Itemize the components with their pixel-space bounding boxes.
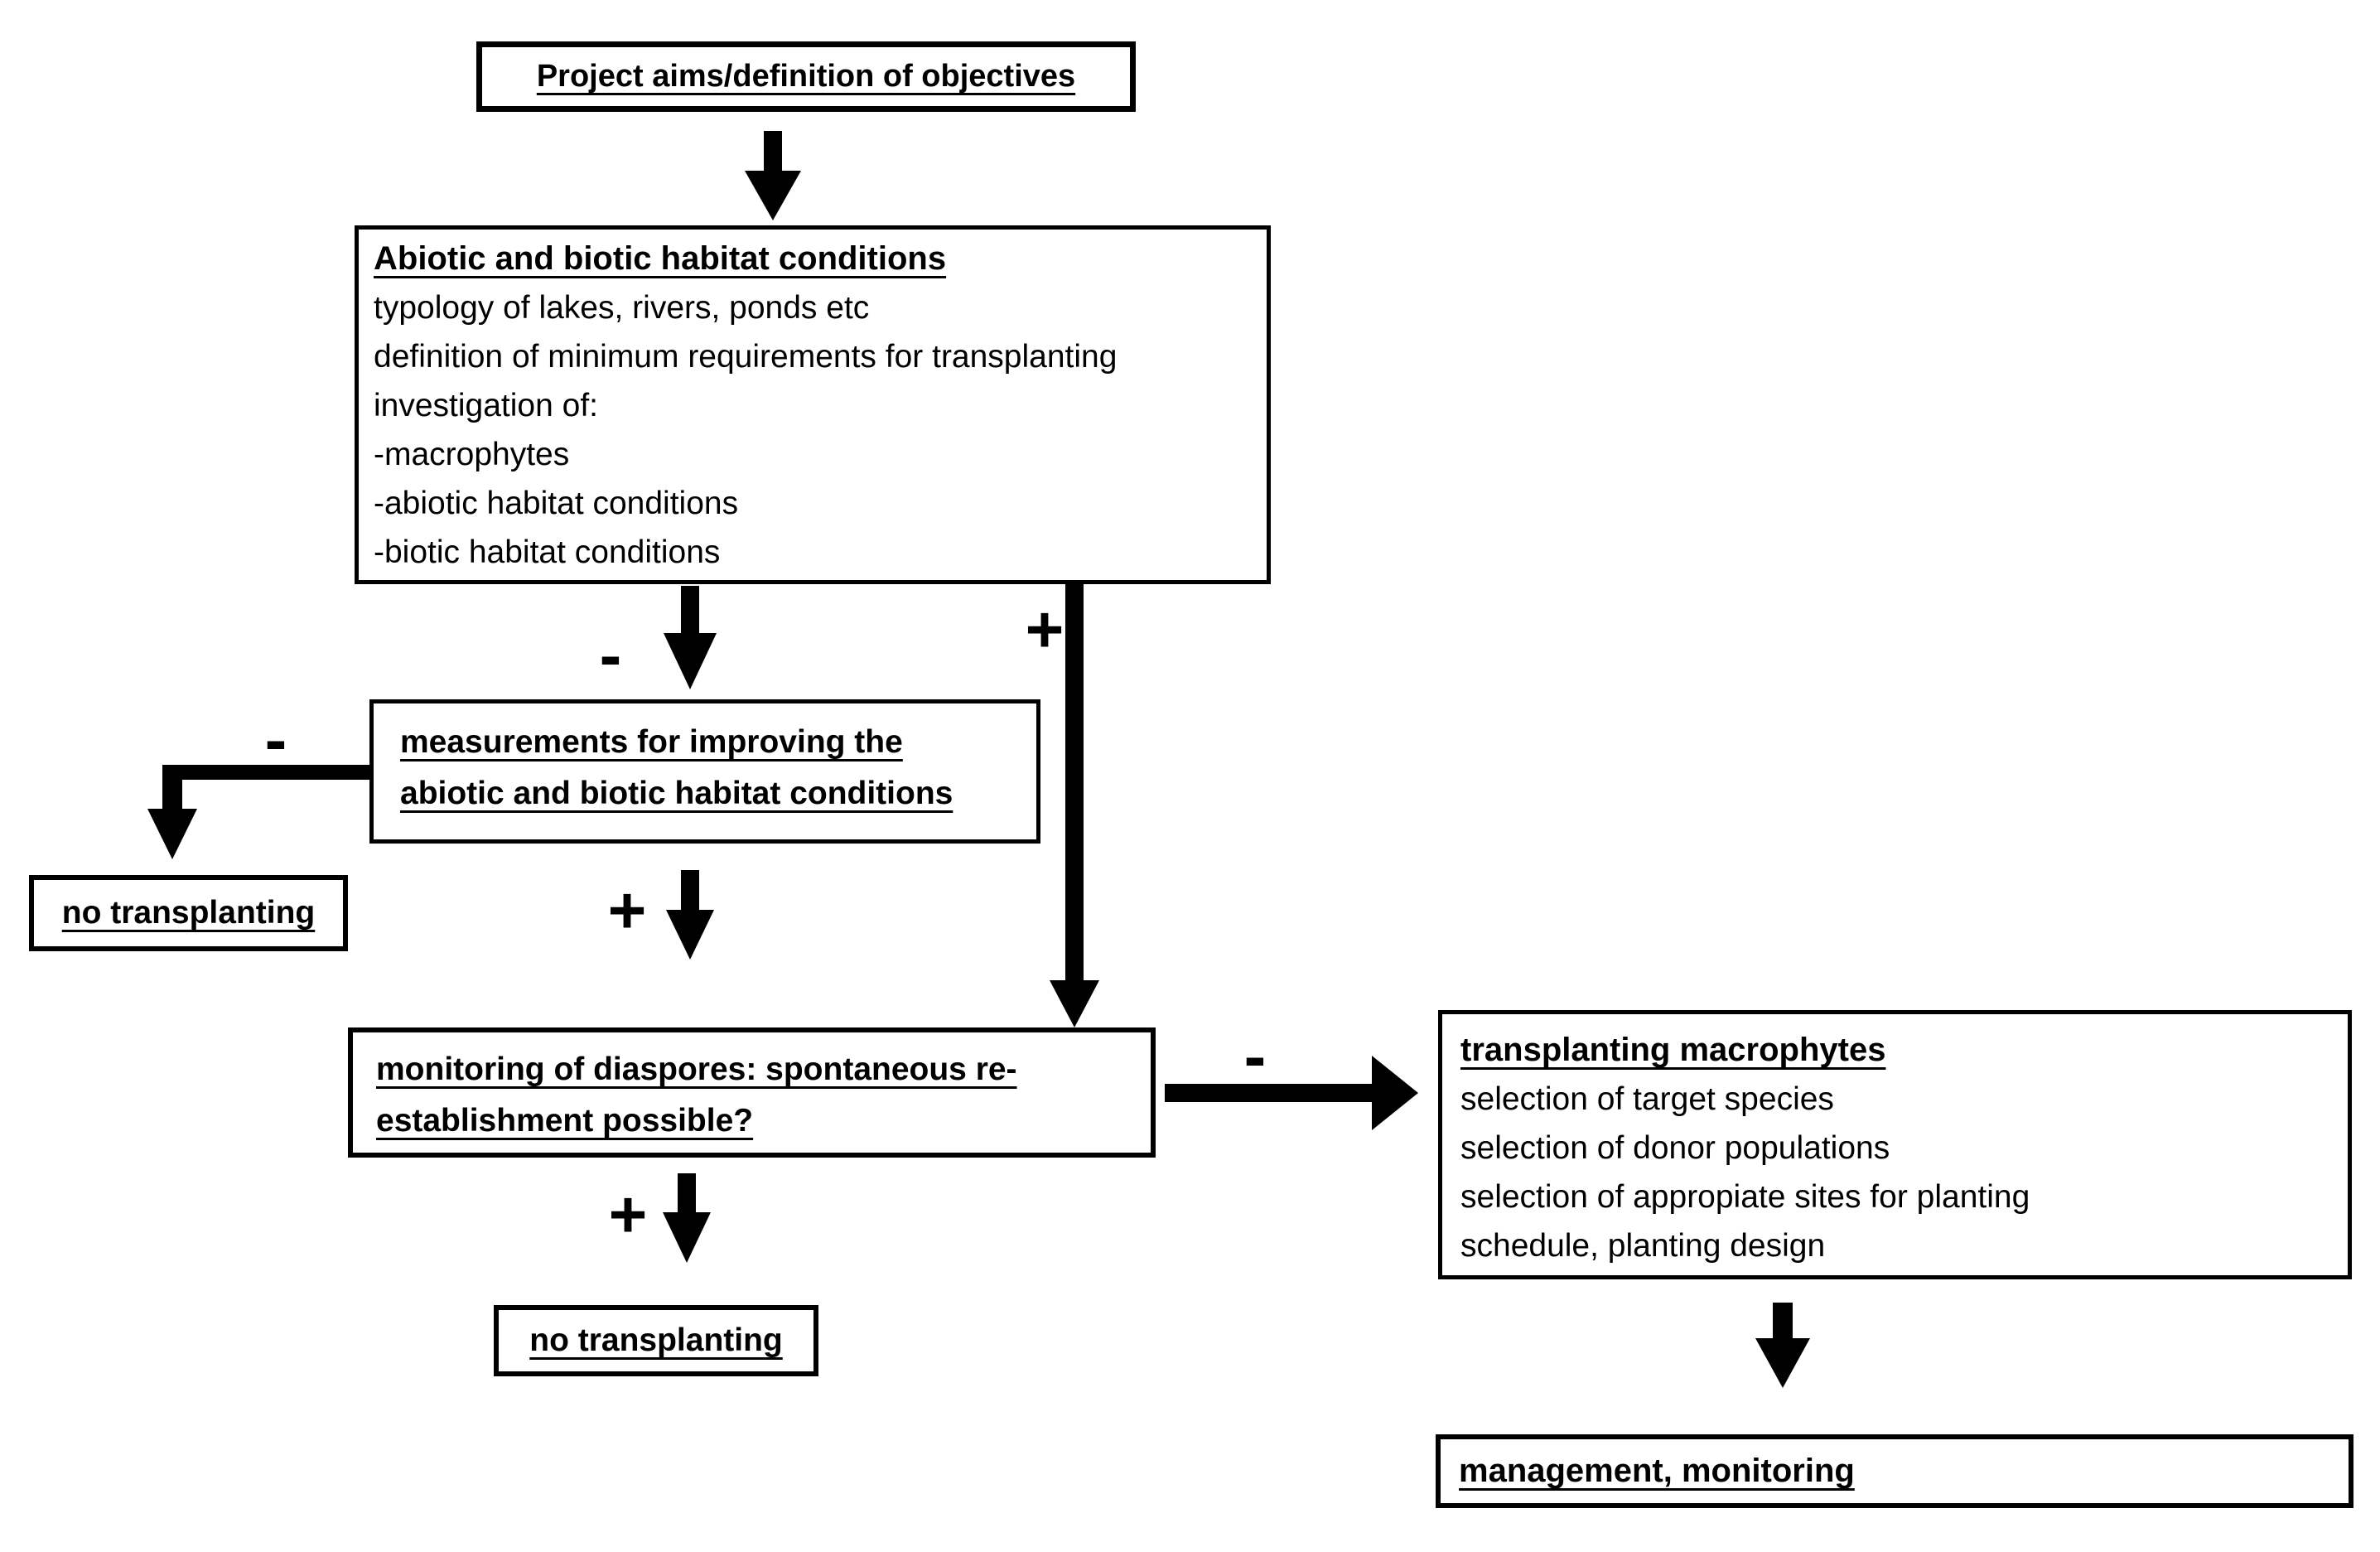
box-monitoring-diaspores: monitoring of diaspores: spontaneous re-…: [348, 1027, 1156, 1158]
no-transplanting-bottom-title: no transplanting: [529, 1322, 783, 1358]
transplanting-line: selection of appropiate sites for planti…: [1460, 1179, 2030, 1215]
management-title: management, monitoring: [1459, 1453, 1855, 1489]
arrow-project-to-habitat-head: [745, 171, 801, 220]
plus-label-monitoring-to-no-transplanting: +: [608, 1177, 648, 1251]
box-transplanting-macrophytes: transplanting macrophytes selection of t…: [1438, 1010, 2352, 1279]
habitat-line: -abiotic habitat conditions: [374, 486, 739, 521]
arrow-habitat-to-monitoring-head: [1050, 980, 1099, 1027]
box-habitat-conditions: Abiotic and biotic habitat conditions ty…: [355, 225, 1271, 584]
transplanting-line: selection of target species: [1460, 1081, 1834, 1117]
transplanting-title: transplanting macrophytes: [1460, 1032, 1886, 1068]
box-management-monitoring: management, monitoring: [1436, 1434, 2353, 1508]
arrow-transplanting-to-management-shaft: [1773, 1303, 1793, 1340]
no-transplanting-left-title: no transplanting: [61, 895, 316, 931]
arrow-measurements-to-no-transplanting-vbar: [162, 765, 182, 811]
measurements-line: measurements for improving the: [400, 724, 903, 760]
habitat-line: -macrophytes: [374, 437, 570, 472]
plus-label-measurements-to-monitoring: +: [607, 873, 647, 947]
arrow-measurements-to-monitoring-shaft: [681, 870, 699, 911]
habitat-line: typology of lakes, rivers, ponds etc: [374, 290, 870, 326]
arrow-habitat-to-measurements-head: [664, 633, 717, 689]
minus-label-habitat-to-measurements: -: [599, 618, 622, 692]
box-no-transplanting-bottom: no transplanting: [494, 1305, 818, 1376]
habitat-line: -biotic habitat conditions: [374, 534, 721, 570]
measurements-line: abiotic and biotic habitat conditions: [400, 776, 953, 811]
habitat-conditions-title: Abiotic and biotic habitat conditions: [374, 240, 947, 277]
arrow-transplanting-to-management-head: [1755, 1338, 1810, 1388]
arrow-habitat-to-monitoring-shaft: [1065, 584, 1084, 982]
arrow-measurements-to-no-transplanting-hbar: [171, 765, 370, 780]
arrow-monitoring-to-no-transplanting-head: [663, 1212, 711, 1263]
transplanting-line: schedule, planting design: [1460, 1228, 1826, 1264]
arrow-habitat-to-measurements-shaft: [681, 586, 699, 636]
box-project-aims: Project aims/definition of objectives: [476, 41, 1136, 112]
arrow-measurements-to-monitoring-head: [666, 910, 714, 960]
arrow-measurements-to-no-transplanting-head: [147, 809, 197, 859]
arrow-monitoring-to-transplanting-shaft: [1165, 1084, 1373, 1102]
minus-label-monitoring-to-transplanting: -: [1243, 1019, 1267, 1093]
box-no-transplanting-left: no transplanting: [29, 875, 348, 951]
habitat-line: definition of minimum requirements for t…: [374, 339, 1118, 375]
transplanting-line: selection of donor populations: [1460, 1130, 1890, 1166]
project-aims-title: Project aims/definition of objectives: [536, 59, 1076, 94]
monitoring-line: establishment possible?: [376, 1103, 754, 1139]
box-measurements: measurements for improving the abiotic a…: [369, 699, 1040, 844]
plus-label-habitat-to-monitoring: +: [1025, 592, 1064, 666]
arrow-project-to-habitat-shaft: [764, 131, 782, 174]
arrow-monitoring-to-no-transplanting-shaft: [678, 1173, 696, 1214]
arrow-monitoring-to-transplanting-head: [1372, 1056, 1418, 1130]
monitoring-line: monitoring of diaspores: spontaneous re-: [376, 1052, 1017, 1087]
habitat-line: investigation of:: [374, 388, 599, 423]
minus-label-measurements-to-no-transplanting: -: [264, 703, 287, 776]
